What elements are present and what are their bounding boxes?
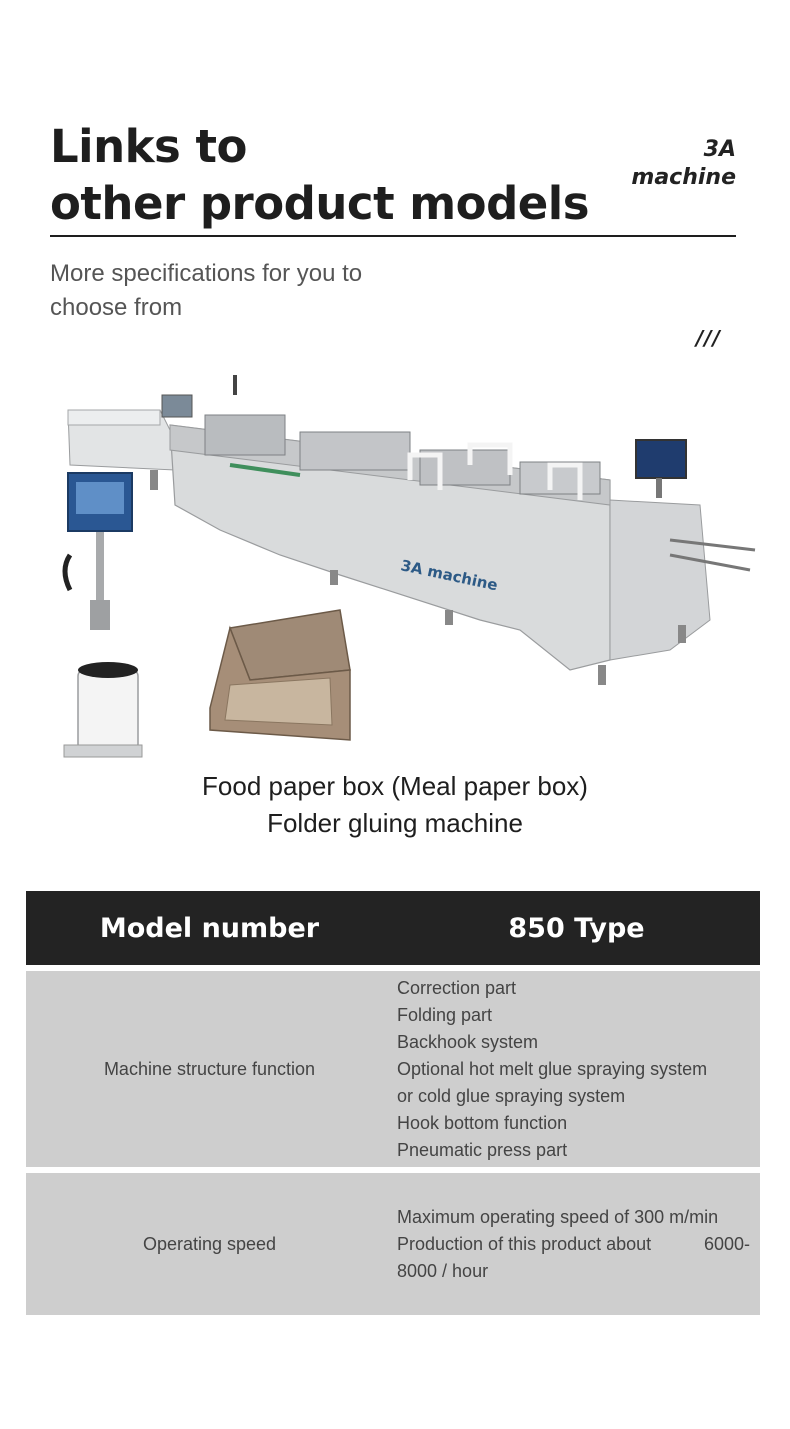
paper-box-illustration [209,609,351,741]
product-caption: Food paper box (Meal paper box) Folder g… [0,768,790,842]
value-line: Hook bottom function [397,1112,568,1133]
table-row: Machine structure function Correction pa… [26,971,760,1167]
value-text: 6000- [703,1233,750,1254]
value-line: Pneumatic press part [397,1139,568,1160]
machine-illustration: 3A machine [67,375,756,685]
title-divider [50,235,736,237]
brand-logo-line-1: 3A [703,137,736,162]
value-line: or cold glue spraying system [397,1085,626,1106]
row-label: Machine structure function [103,1058,316,1079]
value-line: 8000 / hour [397,1260,489,1281]
brand-logo-line-2: machine [631,165,736,190]
value-line: Optional hot melt glue spraying system [397,1058,708,1079]
spec-table: Model number 850 Type Machine structure … [26,891,760,1315]
value-line: Maximum operating speed of 300 m/min [397,1206,719,1227]
product-image: 3A machine [62,375,756,758]
subtitle: More specifications for you to choose fr… [50,257,470,325]
row-value: Maximum operating speed of 300 m/min Pro… [393,1173,760,1315]
header: Links to other product models 3A machine [50,118,736,238]
row-value: Correction part Folding part Backhook sy… [393,971,760,1167]
value-text: Production of this product about [397,1233,652,1254]
glue-unit-illustration [62,472,143,758]
table-row: Operating speed Maximum operating speed … [26,1173,760,1315]
product-caption-line-2: Folder gluing machine [267,808,523,838]
value-line: Backhook system [397,1031,539,1052]
header-model-type: 850 Type [508,912,645,944]
page-title: Links to other product models [50,118,736,232]
decorative-slashes: /// [696,326,721,350]
page-title-line-1: Links to [50,120,247,173]
value-line: Production of this product about 6000- [397,1231,750,1258]
value-line: Folding part [397,1004,493,1025]
page-title-line-2: other product models [50,177,590,230]
spec-table-header: Model number 850 Type [26,891,760,965]
value-line: Correction part [397,977,517,998]
subtitle-line-1: More specifications for you to [50,260,363,287]
subtitle-line-2: choose from [50,294,183,321]
header-model-number: Model number [99,912,320,944]
brand-logo: 3A machine [631,136,736,192]
product-caption-line-1: Food paper box (Meal paper box) [202,771,588,801]
row-label: Operating speed [142,1233,277,1254]
